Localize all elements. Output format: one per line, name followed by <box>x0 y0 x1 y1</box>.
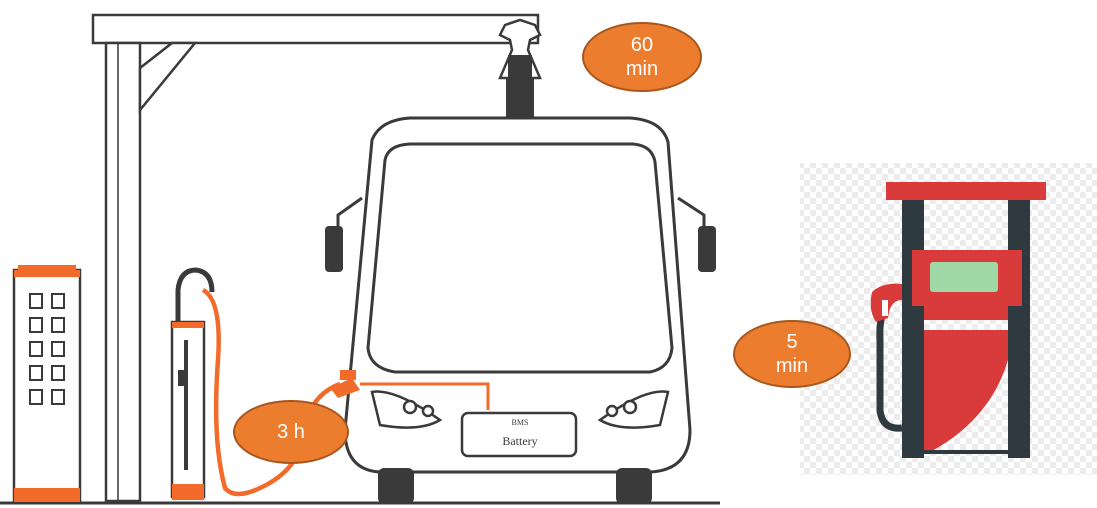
fuel-pump-panel <box>800 163 1097 475</box>
charging-post <box>172 270 212 500</box>
charging-cabinet <box>14 265 80 502</box>
fuel-time-value: 5 <box>786 330 797 354</box>
plug-time-bubble: 3 h <box>233 400 349 464</box>
fuel-time-bubble: 5 min <box>733 320 851 388</box>
battery-label: Battery <box>494 434 546 449</box>
pantograph-time-unit: min <box>626 57 658 81</box>
plug-time-value: 3 h <box>277 420 305 444</box>
pantograph-time-value: 60 <box>631 33 653 57</box>
bms-label: BMS <box>505 418 535 427</box>
pantograph <box>500 20 540 120</box>
fuel-time-unit: min <box>776 354 808 378</box>
pantograph-time-bubble: 60 min <box>582 22 702 92</box>
